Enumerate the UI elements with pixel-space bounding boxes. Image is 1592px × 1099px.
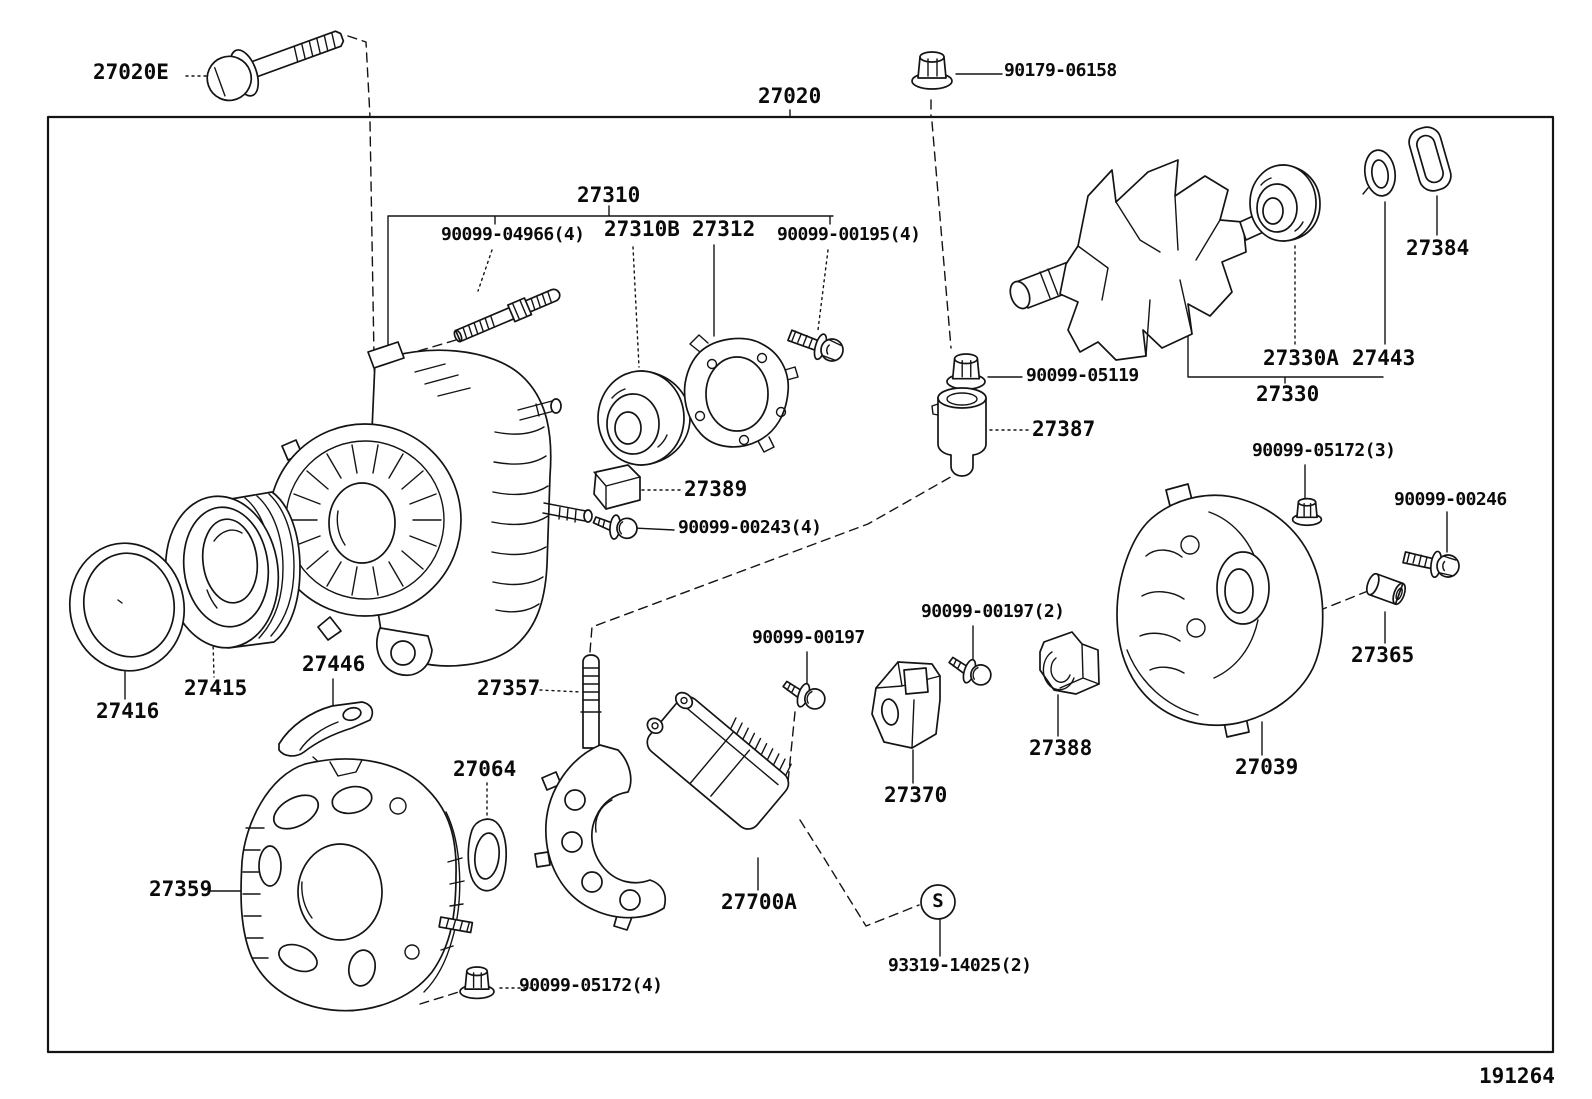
gasket-27064-drawing	[468, 819, 506, 891]
part-label-90099-00246: 90099-00246	[1394, 489, 1507, 510]
part-label-27388: 27388	[1029, 736, 1093, 760]
part-label-27357: 27357	[477, 676, 541, 700]
bracket-27446-drawing	[279, 702, 372, 756]
nut-90099-05119-drawing	[946, 353, 986, 390]
nut-90099-05172-4-drawing	[459, 966, 495, 1000]
front-housing-27359-drawing	[241, 759, 472, 1011]
diagram-border	[48, 117, 1553, 1052]
rear-cover-27039-drawing	[1117, 484, 1323, 737]
retainer-27312-drawing	[685, 335, 798, 452]
part-label-27312: 27312	[692, 217, 756, 241]
part-label-27330: 27330	[1256, 382, 1320, 406]
part-label-27446: 27446	[302, 652, 366, 676]
part-label-27370: 27370	[884, 783, 948, 807]
part-label-27310: 27310	[577, 183, 641, 207]
part-label-27310b: 27310B	[604, 217, 680, 241]
s-marker-letter: S	[932, 890, 944, 913]
part-label-27415: 27415	[184, 676, 248, 700]
part-label-90099-05172-4: 90099-05172(4)	[519, 975, 663, 996]
part-label-27416: 27416	[96, 699, 160, 723]
ring-27443-drawing	[1362, 148, 1398, 198]
rotor-27330-drawing	[1007, 160, 1272, 360]
part-label-27700a: 27700A	[721, 890, 797, 914]
insulator-27387-drawing	[932, 388, 986, 476]
gasket-27384-drawing	[1406, 124, 1454, 194]
part-label-90099-00195: 90099-00195(4)	[777, 224, 921, 245]
part-label-90099-05172-3: 90099-05172(3)	[1252, 440, 1396, 461]
stud-90099-04966-drawing	[452, 285, 563, 346]
part-label-27384: 27384	[1406, 236, 1470, 260]
stud-27357-drawing	[581, 655, 601, 748]
part-label-27365: 27365	[1351, 643, 1415, 667]
part-label-90179-06158: 90179-06158	[1004, 60, 1117, 81]
part-label-27330a: 27330A	[1263, 346, 1339, 370]
screw-90099-00197-2-drawing	[943, 652, 995, 691]
bolt-90099-00246-drawing	[1400, 546, 1462, 582]
part-label-27020e: 27020E	[93, 60, 169, 84]
part-label-27039: 27039	[1235, 755, 1299, 779]
nut-90099-05172-3-drawing	[1291, 497, 1323, 526]
rectifier-brush-assy-drawing	[535, 745, 665, 930]
part-label-90099-00197-2: 90099-00197(2)	[921, 601, 1065, 622]
part-label-27359: 27359	[149, 877, 213, 901]
cover-27388-drawing	[1040, 632, 1099, 694]
nut-90179-06158-drawing	[911, 51, 953, 90]
part-label-90099-04966: 90099-04966(4)	[441, 224, 585, 245]
terminal-27389-drawing	[594, 465, 640, 509]
part-label-27389: 27389	[684, 477, 748, 501]
front-bracket-assy-27310-drawing	[269, 342, 592, 675]
bolt-27020e-drawing	[200, 15, 350, 109]
part-label-27064: 27064	[453, 757, 517, 781]
part-label-93319-14025: 93319-14025(2)	[888, 955, 1032, 976]
s-marker-circle	[921, 885, 955, 919]
part-label-27387: 27387	[1032, 417, 1096, 441]
spacer-27365-drawing	[1364, 572, 1407, 606]
part-label-90099-00243: 90099-00243(4)	[678, 517, 822, 538]
bearing-27330a-drawing	[1250, 165, 1320, 241]
part-label-90099-05119: 90099-05119	[1026, 365, 1139, 386]
part-label-27443: 27443	[1352, 346, 1416, 370]
screw-90099-00243-drawing	[591, 511, 640, 543]
connector-27370-drawing	[872, 662, 940, 748]
screw-90099-00197-drawing	[777, 676, 829, 715]
part-label-27020: 27020	[758, 84, 822, 108]
bolt-90099-00195-drawing	[784, 324, 848, 367]
bearing-27310b-drawing	[598, 371, 690, 465]
figure-code: 191264	[1479, 1064, 1555, 1088]
pulley-27415-drawing	[157, 490, 300, 655]
regulator-27700a-drawing	[635, 676, 801, 834]
part-label-90099-00197: 90099-00197	[752, 627, 865, 648]
cap-27416-drawing	[60, 534, 194, 680]
